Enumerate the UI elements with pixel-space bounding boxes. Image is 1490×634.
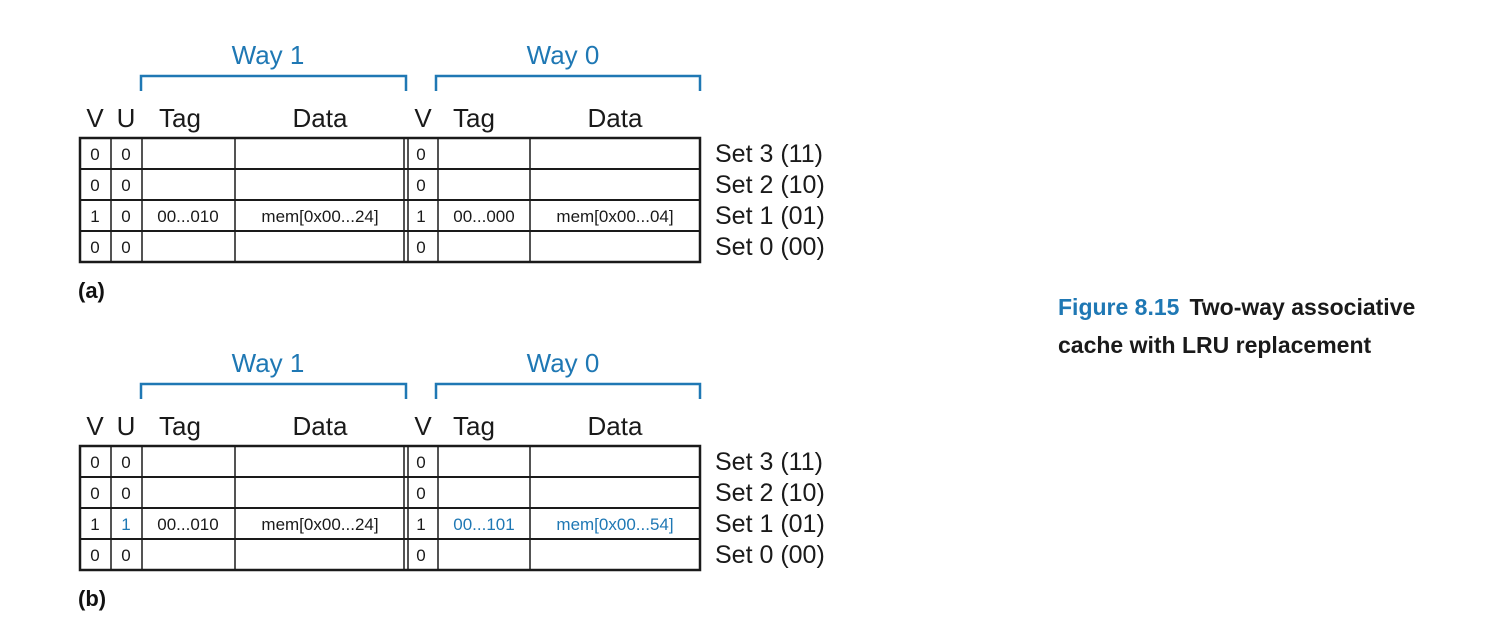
figure-caption-text: Two-way associative cache with LRU repla… (1058, 294, 1416, 358)
cache-cell: 0 (416, 238, 425, 257)
set-label: Set 0 (00) (715, 541, 825, 569)
cache-cell: 0 (416, 484, 425, 503)
cache-cell: mem[0x00...04] (556, 207, 673, 226)
set-label: Set 1 (01) (715, 202, 825, 230)
way-label: Way 1 (232, 348, 305, 378)
panel-label: (a) (78, 278, 105, 303)
column-header: V (86, 411, 104, 441)
cache-cell: 0 (121, 145, 130, 164)
cache-cell: mem[0x00...24] (261, 515, 378, 534)
column-header: V (414, 411, 432, 441)
set-label: Set 0 (00) (715, 233, 825, 261)
column-header: Tag (453, 103, 495, 133)
cache-cell: 0 (416, 145, 425, 164)
cache-cell: 0 (121, 546, 130, 565)
column-header: Tag (453, 411, 495, 441)
way-label: Way 1 (232, 40, 305, 70)
column-header: Data (588, 103, 643, 133)
cache-cell: 1 (90, 207, 99, 226)
column-header: V (86, 103, 104, 133)
figure-number: Figure 8.15 (1058, 294, 1180, 320)
cache-cell: 0 (121, 484, 130, 503)
column-header: V (414, 103, 432, 133)
set-label: Set 2 (10) (715, 479, 825, 507)
cache-cell: mem[0x00...54] (556, 515, 673, 534)
cache-cell: 0 (90, 453, 99, 472)
way-bracket (139, 382, 408, 399)
column-header: Tag (159, 411, 201, 441)
cache-cell: 0 (416, 546, 425, 565)
cache-cell: 00...101 (453, 515, 514, 534)
set-label: Set 2 (10) (715, 171, 825, 199)
cache-cell: 0 (121, 207, 130, 226)
way-label: Way 0 (527, 348, 600, 378)
column-header: Data (293, 411, 348, 441)
cache-cell: 0 (121, 238, 130, 257)
way-label: Way 0 (527, 40, 600, 70)
panel-label: (b) (78, 586, 106, 611)
cache-cell: mem[0x00...24] (261, 207, 378, 226)
cache-cell: 0 (90, 176, 99, 195)
cache-cell: 00...010 (157, 207, 218, 226)
cache-cell: 0 (90, 546, 99, 565)
set-label: Set 3 (11) (715, 448, 823, 476)
cache-cell: 00...000 (453, 207, 514, 226)
set-label: Set 1 (01) (715, 510, 825, 538)
cache-cell: 0 (121, 453, 130, 472)
way-bracket (139, 74, 408, 91)
column-header: U (117, 411, 136, 441)
column-header: Data (293, 103, 348, 133)
column-header: Data (588, 411, 643, 441)
cache-cell: 0 (90, 484, 99, 503)
cache-cell: 0 (416, 453, 425, 472)
cache-cell: 0 (90, 145, 99, 164)
cache-cell: 00...010 (157, 515, 218, 534)
cache-cell: 1 (416, 207, 425, 226)
cache-cell: 0 (90, 238, 99, 257)
cache-cell: 0 (121, 176, 130, 195)
cache-cell: 0 (416, 176, 425, 195)
cache-cell: 1 (121, 515, 130, 534)
cache-cell: 1 (416, 515, 425, 534)
way-bracket (434, 74, 702, 91)
way-bracket (434, 382, 702, 399)
cache-cell: 1 (90, 515, 99, 534)
set-label: Set 3 (11) (715, 140, 823, 168)
column-header: U (117, 103, 136, 133)
column-header: Tag (159, 103, 201, 133)
